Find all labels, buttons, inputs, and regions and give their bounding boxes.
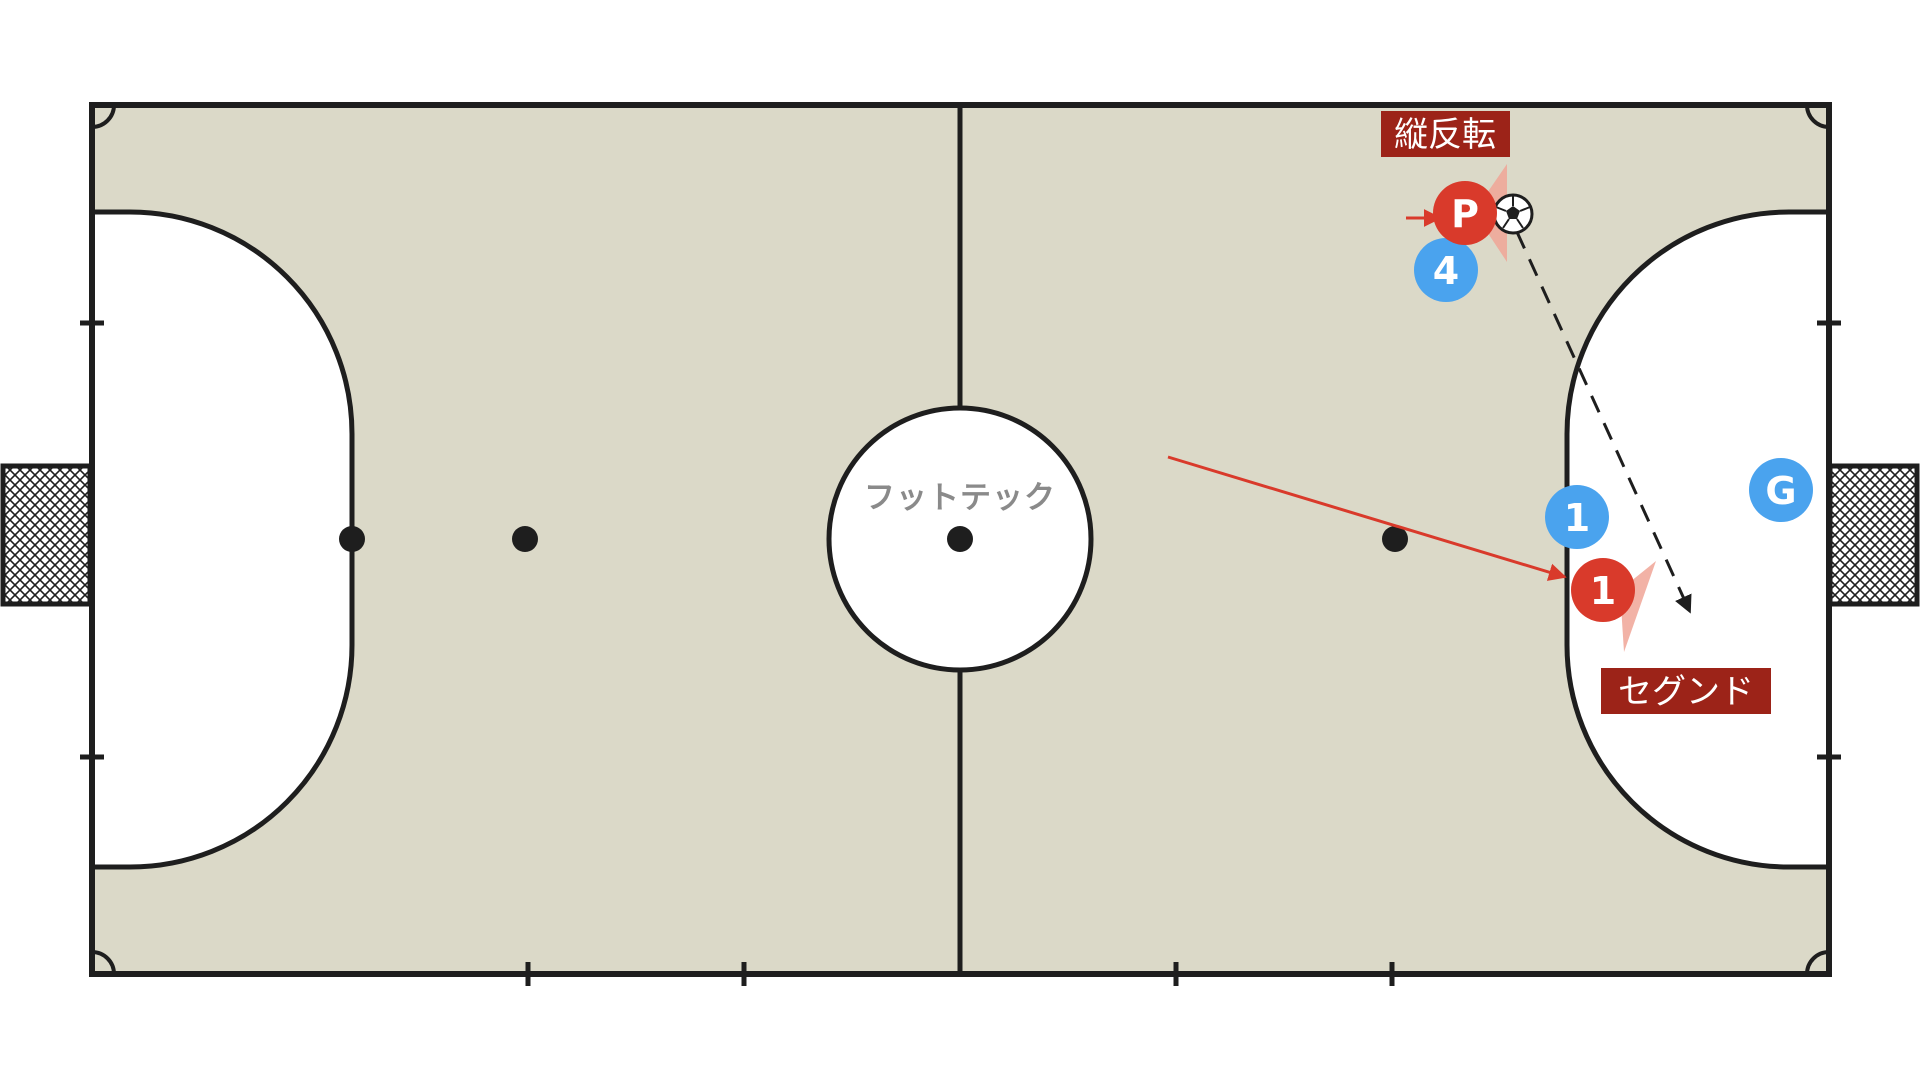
red-pivot-player: P [1433, 181, 1497, 245]
blue-goalkeeper: G [1749, 458, 1813, 522]
red-pivot-label: P [1451, 192, 1479, 236]
right-callout-label: セグンド [1601, 668, 1771, 714]
blue-player-1-label: 1 [1564, 496, 1590, 540]
right-callout-text: セグンド [1618, 672, 1754, 712]
corner-arcs [91, 104, 1830, 975]
court-boundary [89, 102, 1832, 977]
center-spot [947, 526, 973, 552]
red-player-1-label: 1 [1590, 569, 1616, 613]
left-second-penalty-spot [512, 526, 538, 552]
right-second-penalty-spot [1382, 526, 1408, 552]
top-callout-label: 縦反転 [1381, 111, 1510, 157]
red-run-arrow [1167, 455, 1567, 581]
left-penalty-spot [339, 526, 365, 552]
right-penalty-area [1564, 209, 1832, 870]
tick-marks [80, 320, 1841, 986]
blue-player-4: 4 [1414, 238, 1478, 302]
blue-player-1: 1 [1545, 485, 1609, 549]
center-logo-text: フットテック [864, 480, 1056, 516]
pass-dashed-arrow [1515, 231, 1692, 614]
top-callout-text: 縦反転 [1394, 115, 1496, 155]
ball-icon [1492, 193, 1534, 235]
left-goal [0, 463, 93, 607]
right-goal [1827, 463, 1920, 607]
red-player-1: 1 [1571, 558, 1635, 622]
blue-player-4-label: 4 [1433, 249, 1459, 293]
blue-goalkeeper-label: G [1765, 469, 1796, 513]
left-penalty-area [89, 209, 355, 870]
